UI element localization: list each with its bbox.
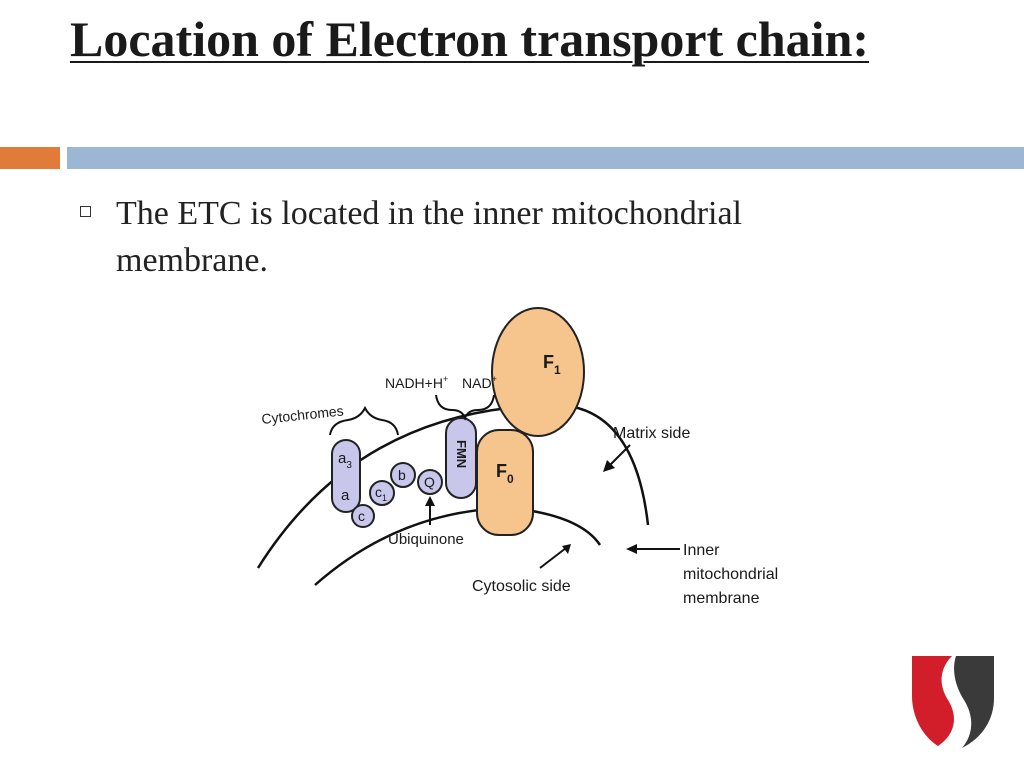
nadh-brace: [435, 394, 495, 421]
nad-label: NAD+: [462, 374, 497, 391]
matrix-side-arrow: [607, 444, 631, 468]
cytosolic-side-arrow: [539, 547, 567, 569]
cytochrome-a3-a: [331, 439, 361, 513]
matrix-side-arrowhead: [603, 460, 615, 472]
fmn-complex: [445, 417, 477, 499]
f1-subunit: [491, 307, 585, 437]
slide-title: Location of Electron transport chain:: [70, 11, 870, 67]
fmn-label: FMN: [454, 440, 469, 468]
cytochrome-b: [390, 462, 416, 488]
ubiquinone-q-label: Q: [424, 474, 435, 490]
ubiquinone-arrowhead: [425, 496, 435, 506]
cytochrome-c: [351, 504, 375, 528]
inner-membrane-arrowhead: [626, 544, 637, 554]
logo-dark-shape: [954, 656, 994, 748]
cytochrome-c-label: c: [358, 508, 365, 524]
institution-logo: [912, 656, 994, 748]
cytosolic-side-label: Cytosolic side: [472, 578, 571, 595]
f1-label: F1: [543, 352, 561, 377]
bullet-text: The ETC is located in the inner mitochon…: [116, 195, 742, 279]
cytochrome-c1: [369, 480, 395, 506]
title-divider-bar: [67, 147, 1024, 169]
inner-membrane-label: Inner mitochondrial membrane: [683, 542, 783, 607]
ubiquinone-q: [417, 469, 443, 495]
cytochrome-b-label: b: [398, 467, 406, 483]
nadh-label: NADH+H+: [385, 374, 448, 391]
cytochrome-c1-label: c1: [375, 484, 387, 503]
title-accent-bar: [0, 147, 60, 169]
square-bullet-icon: [80, 206, 91, 217]
cytochrome-a3-label: a3: [338, 450, 352, 471]
cytochromes-label: Cytochromes: [261, 402, 345, 427]
f0-subunit: [476, 429, 534, 536]
logo-red-shape: [912, 656, 954, 746]
ubiquinone-label: Ubiquinone: [388, 531, 464, 548]
cytochrome-a-label: a: [341, 487, 350, 504]
f0-label: F0: [496, 461, 514, 486]
matrix-side-label: Matrix side: [613, 425, 690, 442]
cytosolic-side-arrowhead: [562, 544, 571, 554]
cytochromes-brace: [329, 405, 399, 436]
etc-membrane-diagram: F1 F0 FMN a3 a c c1 b Q Cytochromes NADH…: [256, 307, 783, 607]
